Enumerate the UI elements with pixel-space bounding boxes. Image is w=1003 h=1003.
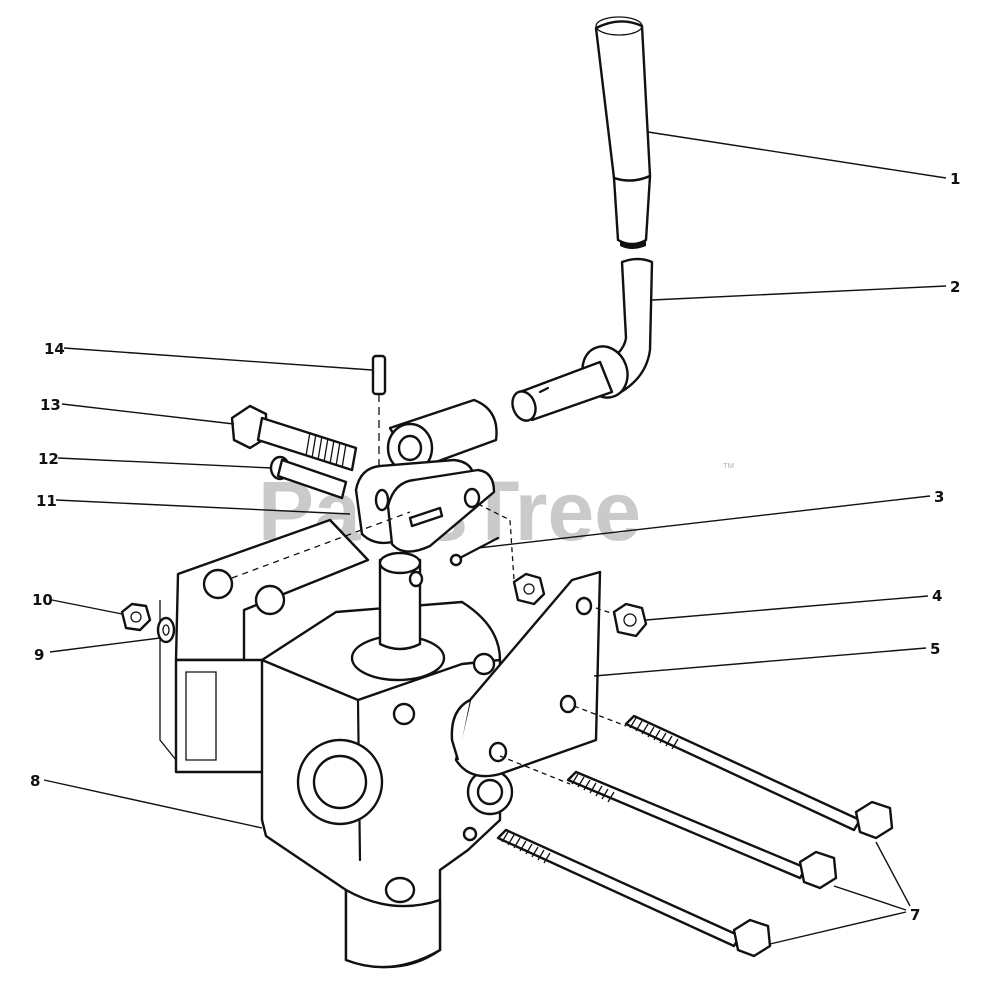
mounting-frame-icon: [159, 511, 411, 774]
lock-nut-icon: [512, 572, 546, 606]
callout-10: 10: [32, 591, 53, 609]
callout-9: 9: [34, 646, 44, 664]
shoulder-bolt-icon: [230, 404, 358, 472]
roll-pin-icon: [371, 354, 387, 470]
callout-4: 4: [932, 587, 942, 605]
control-valve-icon: [260, 551, 514, 969]
handle-grip-icon: [594, 16, 652, 249]
hex-bolt-icon: [624, 714, 894, 840]
washer-icon: [156, 616, 176, 644]
callout-8: 8: [30, 772, 40, 790]
callout-3: 3: [934, 488, 944, 506]
mounting-bracket-icon: [450, 570, 602, 778]
callout-11: 11: [36, 492, 57, 510]
callout-5: 5: [930, 640, 940, 658]
hex-nut-icon: [120, 602, 152, 632]
callout-2: 2: [950, 278, 960, 296]
callout-13: 13: [40, 396, 61, 414]
callout-7: 7: [910, 906, 920, 924]
hex-bolt-icon: [496, 828, 772, 958]
link-plate-icon: [354, 458, 496, 553]
leader-lines: [43, 131, 947, 945]
hex-bolt-icon: [566, 770, 838, 890]
lever-rod-icon: [511, 257, 654, 422]
callout-12: 12: [38, 450, 59, 468]
watermark-trademark: ™: [722, 460, 735, 475]
callout-14: 14: [44, 340, 65, 358]
lock-nut-icon: [612, 602, 648, 638]
cotter-pin-icon: [449, 536, 500, 567]
callout-labels: 1 2 3 4 5 7 8 9 10 11 12 13 14: [30, 170, 960, 924]
callout-1: 1: [950, 170, 960, 188]
